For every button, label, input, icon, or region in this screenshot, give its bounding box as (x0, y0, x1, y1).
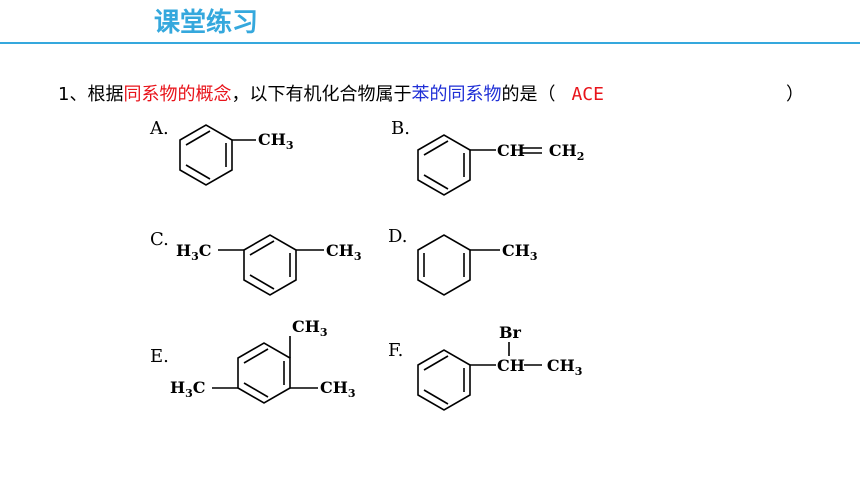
option-b-label: B. (391, 118, 410, 139)
option-c-structure (218, 234, 324, 296)
answer-text: ACE (571, 84, 604, 105)
option-e-label: E. (150, 346, 169, 367)
question-part-3: 的是（ (501, 84, 556, 105)
option-e-group-right: CH3 (320, 378, 356, 400)
slide-title: 课堂练习 (154, 8, 259, 38)
question-close-paren: ） (786, 84, 804, 105)
question-highlight-homolog: 同系物的概念 (123, 84, 232, 105)
option-a-group: CH3 (258, 130, 294, 152)
option-e-group-left: H3C (170, 378, 206, 400)
option-c-label: C. (150, 229, 169, 250)
option-e-structure (212, 336, 318, 404)
option-f-structure (417, 342, 542, 411)
option-a-structure (179, 124, 256, 186)
option-f-label: F. (388, 340, 403, 361)
option-f-group-top: Br (499, 323, 522, 342)
question-number: 1、 (58, 84, 88, 105)
option-a-label: A. (149, 118, 169, 139)
option-e-group-top: CH3 (292, 317, 328, 339)
title-underline (0, 42, 860, 44)
question-highlight-benzene: 苯的同系物 (411, 84, 502, 105)
option-c-group-right: CH3 (326, 241, 362, 263)
question-part-1: 根据 (87, 84, 124, 105)
option-d-label: D. (388, 226, 408, 247)
question-text: 1、根据同系物的概念，以下有机化合物属于苯的同系物的是（ ACE (58, 80, 604, 106)
option-c-group-left: H3C (176, 241, 212, 263)
option-d-group: CH3 (502, 241, 538, 263)
option-d-structure (417, 234, 500, 296)
option-b-structure (417, 134, 542, 196)
question-part-2: ，以下有机化合物属于 (231, 84, 412, 105)
